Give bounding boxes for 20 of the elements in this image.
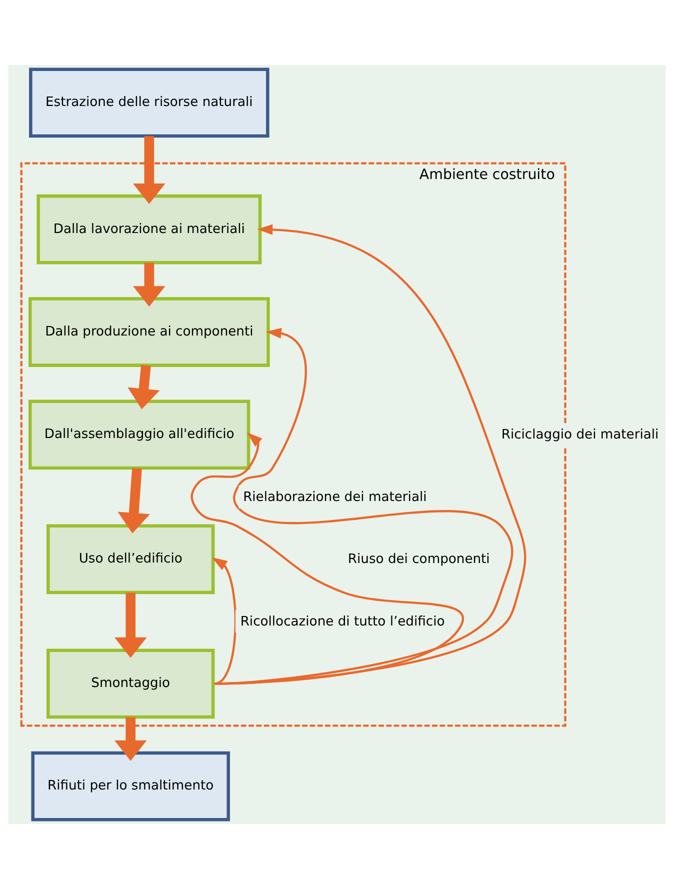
node-box: Dalla produzione ai componenti (28, 296, 270, 366)
edge-label: Riuso dei componenti (348, 552, 490, 567)
arrow (133, 136, 166, 204)
node-box: Smontaggio (46, 648, 215, 718)
arrow (214, 327, 514, 684)
edge-label: Ricollocazione di tutto l’edificio (240, 614, 445, 629)
node-box: Rifiuti per lo smaltimento (31, 750, 230, 821)
arrow (133, 262, 166, 306)
node-box: Estrazione delle risorse naturali (29, 67, 270, 138)
node-box: Dalla lavorazione ai materiali (36, 194, 262, 264)
node-box: Uso dell’edificio (46, 524, 215, 594)
arrow (212, 556, 236, 684)
node-box: Dall'assemblaggio all'edificio (28, 399, 250, 470)
arrow (128, 364, 160, 409)
arrow (114, 592, 147, 658)
arrow (118, 467, 150, 533)
arrow (214, 224, 526, 684)
arrow (114, 716, 147, 760)
arrow (190, 432, 464, 684)
edge-label: Rielaborazione dei materiali (243, 489, 427, 504)
